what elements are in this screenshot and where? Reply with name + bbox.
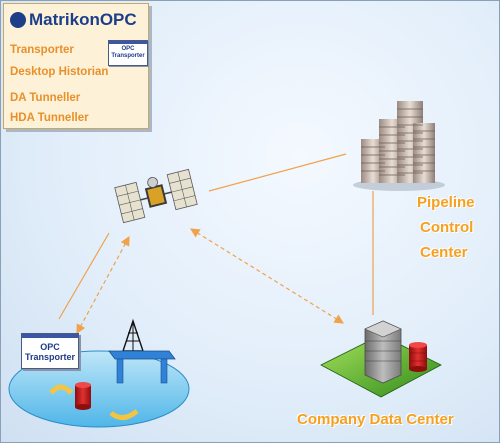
legend-label-hda-tunneller: HDA Tunneller bbox=[10, 112, 89, 124]
legend-transporter-text-2: Transporter bbox=[111, 53, 145, 59]
legend-label-desktop-historian: Desktop Historian bbox=[10, 66, 109, 78]
link-satellite-pipeline bbox=[208, 153, 347, 192]
legend-label-transporter: Transporter bbox=[10, 44, 74, 56]
legend-transporter-text-1: OPC bbox=[121, 46, 135, 52]
pipeline-label-line-3: Center bbox=[420, 244, 468, 261]
server-building-icon bbox=[320, 320, 442, 398]
datacenter-label: Company Data Center bbox=[297, 411, 454, 428]
link-offshore-satellite-solid bbox=[58, 232, 110, 320]
pipeline-label-line-2: Control bbox=[420, 219, 474, 236]
offshore-platform-icon bbox=[8, 318, 190, 428]
brand-title: MatrikonOPC bbox=[29, 10, 137, 29]
offshore-transporter-text-1: OPC bbox=[40, 342, 60, 352]
link-offshore-satellite-dashed bbox=[76, 235, 130, 335]
legend-label-da-tunneller: DA Tunneller bbox=[10, 92, 81, 104]
link-satellite-datacenter bbox=[189, 228, 345, 324]
offshore-transporter-text-2: Transporter bbox=[24, 352, 75, 362]
satellite-icon bbox=[114, 168, 198, 224]
pipeline-label-line-1: Pipeline bbox=[417, 194, 475, 211]
matrikon-logo-icon bbox=[10, 12, 26, 28]
legend-box: MatrikonOPC Transporter Desktop Historia… bbox=[3, 3, 149, 129]
skyscraper-building-icon bbox=[353, 101, 445, 191]
